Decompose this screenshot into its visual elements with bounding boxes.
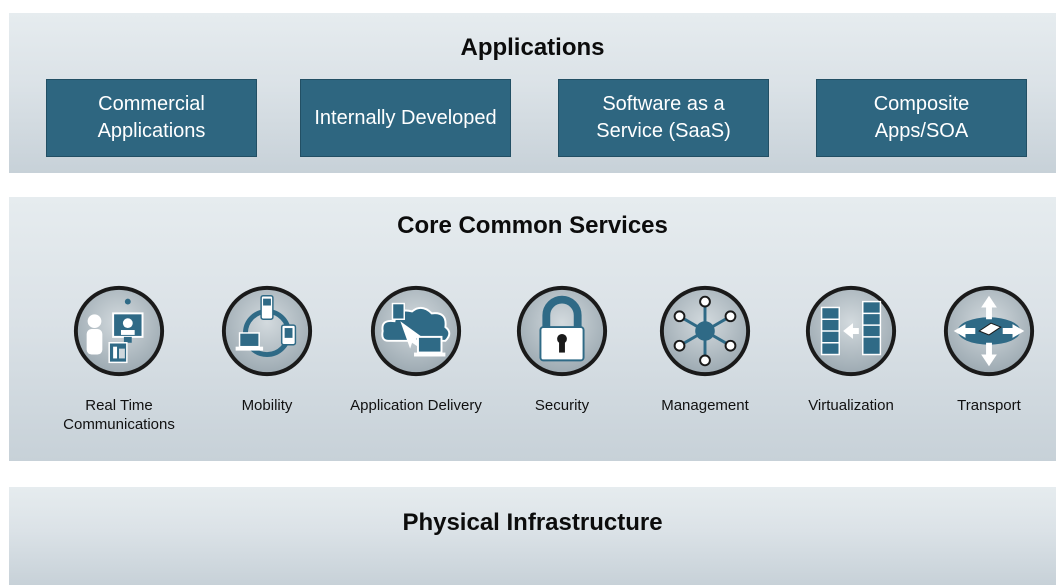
service-real-time-communications: Real Time Communications [49,282,189,434]
app-box-label: Commercial Applications [97,93,206,142]
transport-icon [943,285,1035,377]
physical-infrastructure-title: Physical Infrastructure [402,509,663,536]
mobility-icon [221,285,313,377]
core-services-title: Core Common Services [397,212,668,239]
service-label: Real Time Communications [63,397,175,433]
app-box-saas: Software as a Service (SaaS) [558,79,769,157]
service-mobility: Mobility [197,282,337,415]
core-services-layer: Core Common Services Real Time Communica… [9,197,1056,461]
service-transport: Transport [919,282,1057,415]
service-label: Security [534,397,590,414]
service-label: Virtualization [808,397,894,414]
applications-layer: Applications Commercial Applications Int… [9,13,1056,173]
security-lock-icon [516,285,608,377]
service-virtualization: Virtualization [781,282,921,415]
physical-infrastructure-layer: Physical Infrastructure [9,487,1056,585]
app-box-composite-apps: Composite Apps/SOA [816,79,1027,157]
service-application-delivery: Application Delivery [346,282,486,415]
app-box-label: Software as a Service (SaaS) [596,93,731,142]
service-management: Management [635,282,775,415]
app-box-label: Internally Developed [314,106,497,129]
management-hub-icon [659,285,751,377]
service-label: Application Delivery [350,397,482,414]
app-box-internally-developed: Internally Developed [300,79,511,157]
app-box-commercial-applications: Commercial Applications [46,79,257,157]
application-delivery-icon [370,285,462,377]
service-label: Mobility [241,397,293,414]
virtualization-icon [805,285,897,377]
service-label: Management [661,397,749,414]
applications-title: Applications [460,34,605,61]
real-time-communications-icon [73,285,165,377]
service-label: Transport [957,397,1021,414]
service-security: Security [492,282,632,415]
app-box-label: Composite Apps/SOA [873,93,970,142]
